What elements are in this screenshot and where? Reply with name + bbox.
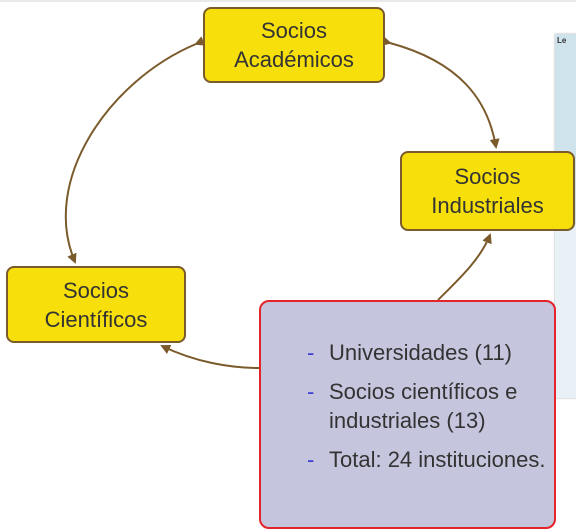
- socios-cientificos-node: Socios Científicos: [6, 266, 186, 343]
- arrow-academicos-cientificos: [64, 36, 206, 264]
- summary-box: - Universidades (11) - Socios científico…: [259, 300, 556, 529]
- background-image-pale-region: [555, 224, 576, 398]
- summary-item-text: Socios científicos e industriales (13): [329, 379, 518, 433]
- socios-academicos-line2: Académicos: [234, 47, 354, 72]
- background-image-text: Le: [557, 36, 567, 45]
- socios-industriales-line1: Socios: [454, 164, 521, 189]
- summary-item-total: - Total: 24 instituciones.: [307, 445, 547, 474]
- arrow-academicos-industriales: [380, 36, 500, 149]
- summary-item-universidades: - Universidades (11): [307, 338, 547, 367]
- bullet-dash: -: [307, 379, 315, 404]
- summary-item-text: Universidades (11): [329, 340, 513, 365]
- socios-academicos-line1: Socios: [260, 18, 328, 43]
- summary-item-socios: - Socios científicos e industriales (13): [307, 377, 547, 435]
- bullet-dash: -: [307, 447, 315, 472]
- top-strip: [0, 0, 576, 2]
- summary-item-text: Total: 24 instituciones.: [329, 447, 546, 472]
- socios-industriales-node: Socios Industriales: [400, 151, 575, 231]
- socios-cientificos-line2: Científicos: [44, 306, 148, 332]
- socios-cientificos-line1: Socios: [62, 277, 130, 303]
- bullet-dash: -: [307, 340, 315, 365]
- socios-academicos-node: Socios Académicos: [203, 7, 385, 83]
- socios-industriales-line2: Industriales: [431, 193, 544, 218]
- arrow-info-cientificos: [160, 344, 260, 369]
- arrow-info-industriales: [437, 233, 492, 301]
- summary-list: - Universidades (11) - Socios científico…: [307, 338, 547, 484]
